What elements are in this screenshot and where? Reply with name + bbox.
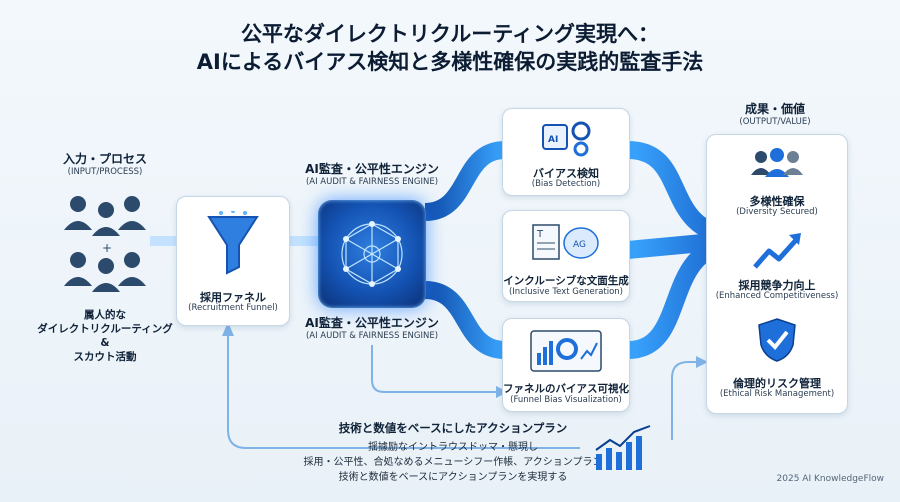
arrow-to-visual: [424, 281, 506, 359]
input-caption-line3: &: [100, 337, 110, 349]
footer-credit: 2025 AI KnowledgeFlow: [776, 474, 884, 484]
shield-check-icon: [758, 318, 796, 362]
svg-text:+: +: [102, 241, 112, 255]
output-ethics-label-en: (Ethical Risk Management): [719, 389, 835, 399]
people-icon-group: +: [64, 196, 146, 292]
dashboard-chart-icon: [530, 330, 602, 372]
output-ethics-label: 倫理的リスク管理: [733, 377, 821, 390]
svg-text:AI: AI: [548, 135, 558, 145]
svg-text:AG: AG: [573, 240, 586, 250]
ai-engine-core: [318, 200, 426, 308]
action-plan-heading: 技術と数値をベースにしたアクションプラン: [338, 421, 568, 435]
input-caption: 属人的な ダイレクトリクルーティング & スカウト活動: [20, 308, 190, 364]
engine-label-bottom: AI監査・公平性エンジン: [305, 316, 439, 330]
action-plan-line2: 採用・公平性、合処なめるメニューシフー作帳、アクションプラン: [303, 457, 603, 468]
diverse-team-icon: [751, 148, 803, 177]
engine-label-top-en: (AI AUDIT & FAIRNESS ENGINE): [305, 177, 439, 187]
action-plan-description: 揺據励なイントラウスドッマ・懸現し 採用・公平性、合処なめるメニューシフー作帳、…: [278, 440, 628, 485]
output-diversity-label-en: (Diversity Secured): [736, 207, 818, 217]
input-caption-line1: 属人的な: [84, 309, 126, 321]
title-line-2: AIによるバイアス検知と多様性確保の実践的監査手法: [196, 50, 704, 74]
trend-chart-icon: [595, 425, 651, 470]
module-inclusive-label-en: (Inclusive Text Generation): [508, 287, 623, 297]
funnel-label: 採用ファネル: [200, 291, 266, 304]
output-heading-en: (OUTPUT/VALUE): [739, 117, 811, 127]
output-heading: 成果・価値: [744, 102, 805, 116]
funnel-label-en: (Recruitment Funnel): [188, 303, 278, 313]
output-competitiveness-label: 採用競争力向上: [738, 279, 816, 292]
module-visualization-label-en: (Funnel Bias Visualization): [510, 395, 622, 405]
document-brain-icon: T AG: [532, 224, 599, 260]
feedback-line: [227, 330, 580, 449]
module-inclusive-label: インクルーシブな文面生成: [503, 275, 629, 287]
module-card-inclusive-text: T AG インクルーシブな文面生成 (Inclusive Text Genera…: [502, 210, 630, 302]
input-caption-line4: スカウト活動: [73, 351, 137, 363]
module-visualization-label: ファネルのバイアス可視化: [503, 383, 629, 395]
output-card: 多様性確保 (Diversity Secured) 採用競争力向上 (Enhan…: [706, 134, 848, 414]
engine-label-top: AI監査・公平性エンジン: [305, 162, 439, 176]
growth-arrow-icon: [753, 233, 801, 269]
module-bias-label-en: (Bias Detection): [531, 179, 601, 189]
funnel-icon: [207, 211, 259, 275]
input-heading-en: (INPUT/PROCESS): [67, 167, 143, 177]
output-competitiveness-label-en: (Enhanced Competitiveness): [715, 291, 839, 301]
module-card-funnel-visualization: ファネルのバイアス可視化 (Funnel Bias Visualization): [502, 318, 630, 412]
action-plan-line1: 揺據励なイントラウスドッマ・懸現し: [368, 442, 538, 453]
module-bias-label: バイアス検知: [533, 167, 599, 180]
svg-text:T: T: [536, 229, 544, 240]
title-line-1: 公平なダイレクトリクルーティング実現へ：: [240, 22, 660, 46]
input-heading: 入力・プロセス: [62, 152, 147, 166]
arrow-to-bias: [424, 141, 506, 221]
output-diversity-label: 多様性確保: [749, 195, 805, 208]
module-card-bias-detection: AI バイアス検知 (Bias Detection): [502, 108, 630, 196]
action-plan-line3: 技術と数値をベースにアクションプランを実現する: [338, 472, 568, 483]
funnel-card: 採用ファネル (Recruitment Funnel): [176, 196, 290, 326]
network-icon: [341, 221, 403, 287]
ai-gear-icon: AI: [542, 121, 591, 157]
input-caption-line2: ダイレクトリクルーティング: [37, 323, 173, 335]
engine-label-bottom-en: (AI AUDIT & FAIRNESS ENGINE): [305, 331, 439, 341]
